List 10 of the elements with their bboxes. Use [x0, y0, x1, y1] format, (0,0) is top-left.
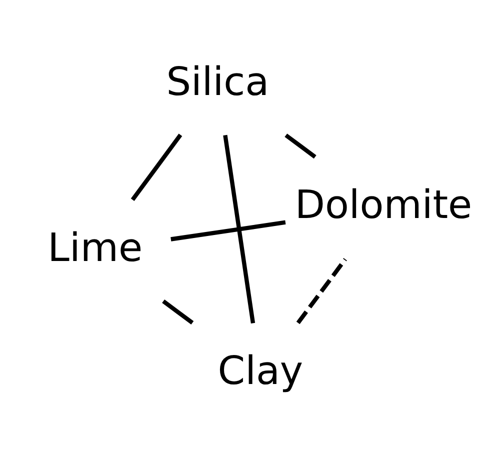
connector — [170, 220, 286, 241]
connector — [223, 134, 256, 323]
connector — [296, 258, 347, 324]
connector — [284, 133, 316, 158]
node-text: Silica — [166, 59, 270, 104]
connector — [162, 299, 194, 324]
connector — [130, 133, 182, 200]
node-text: Lime — [48, 225, 143, 270]
node-text: Clay — [218, 348, 304, 394]
node-text: Dolomite — [294, 182, 472, 228]
